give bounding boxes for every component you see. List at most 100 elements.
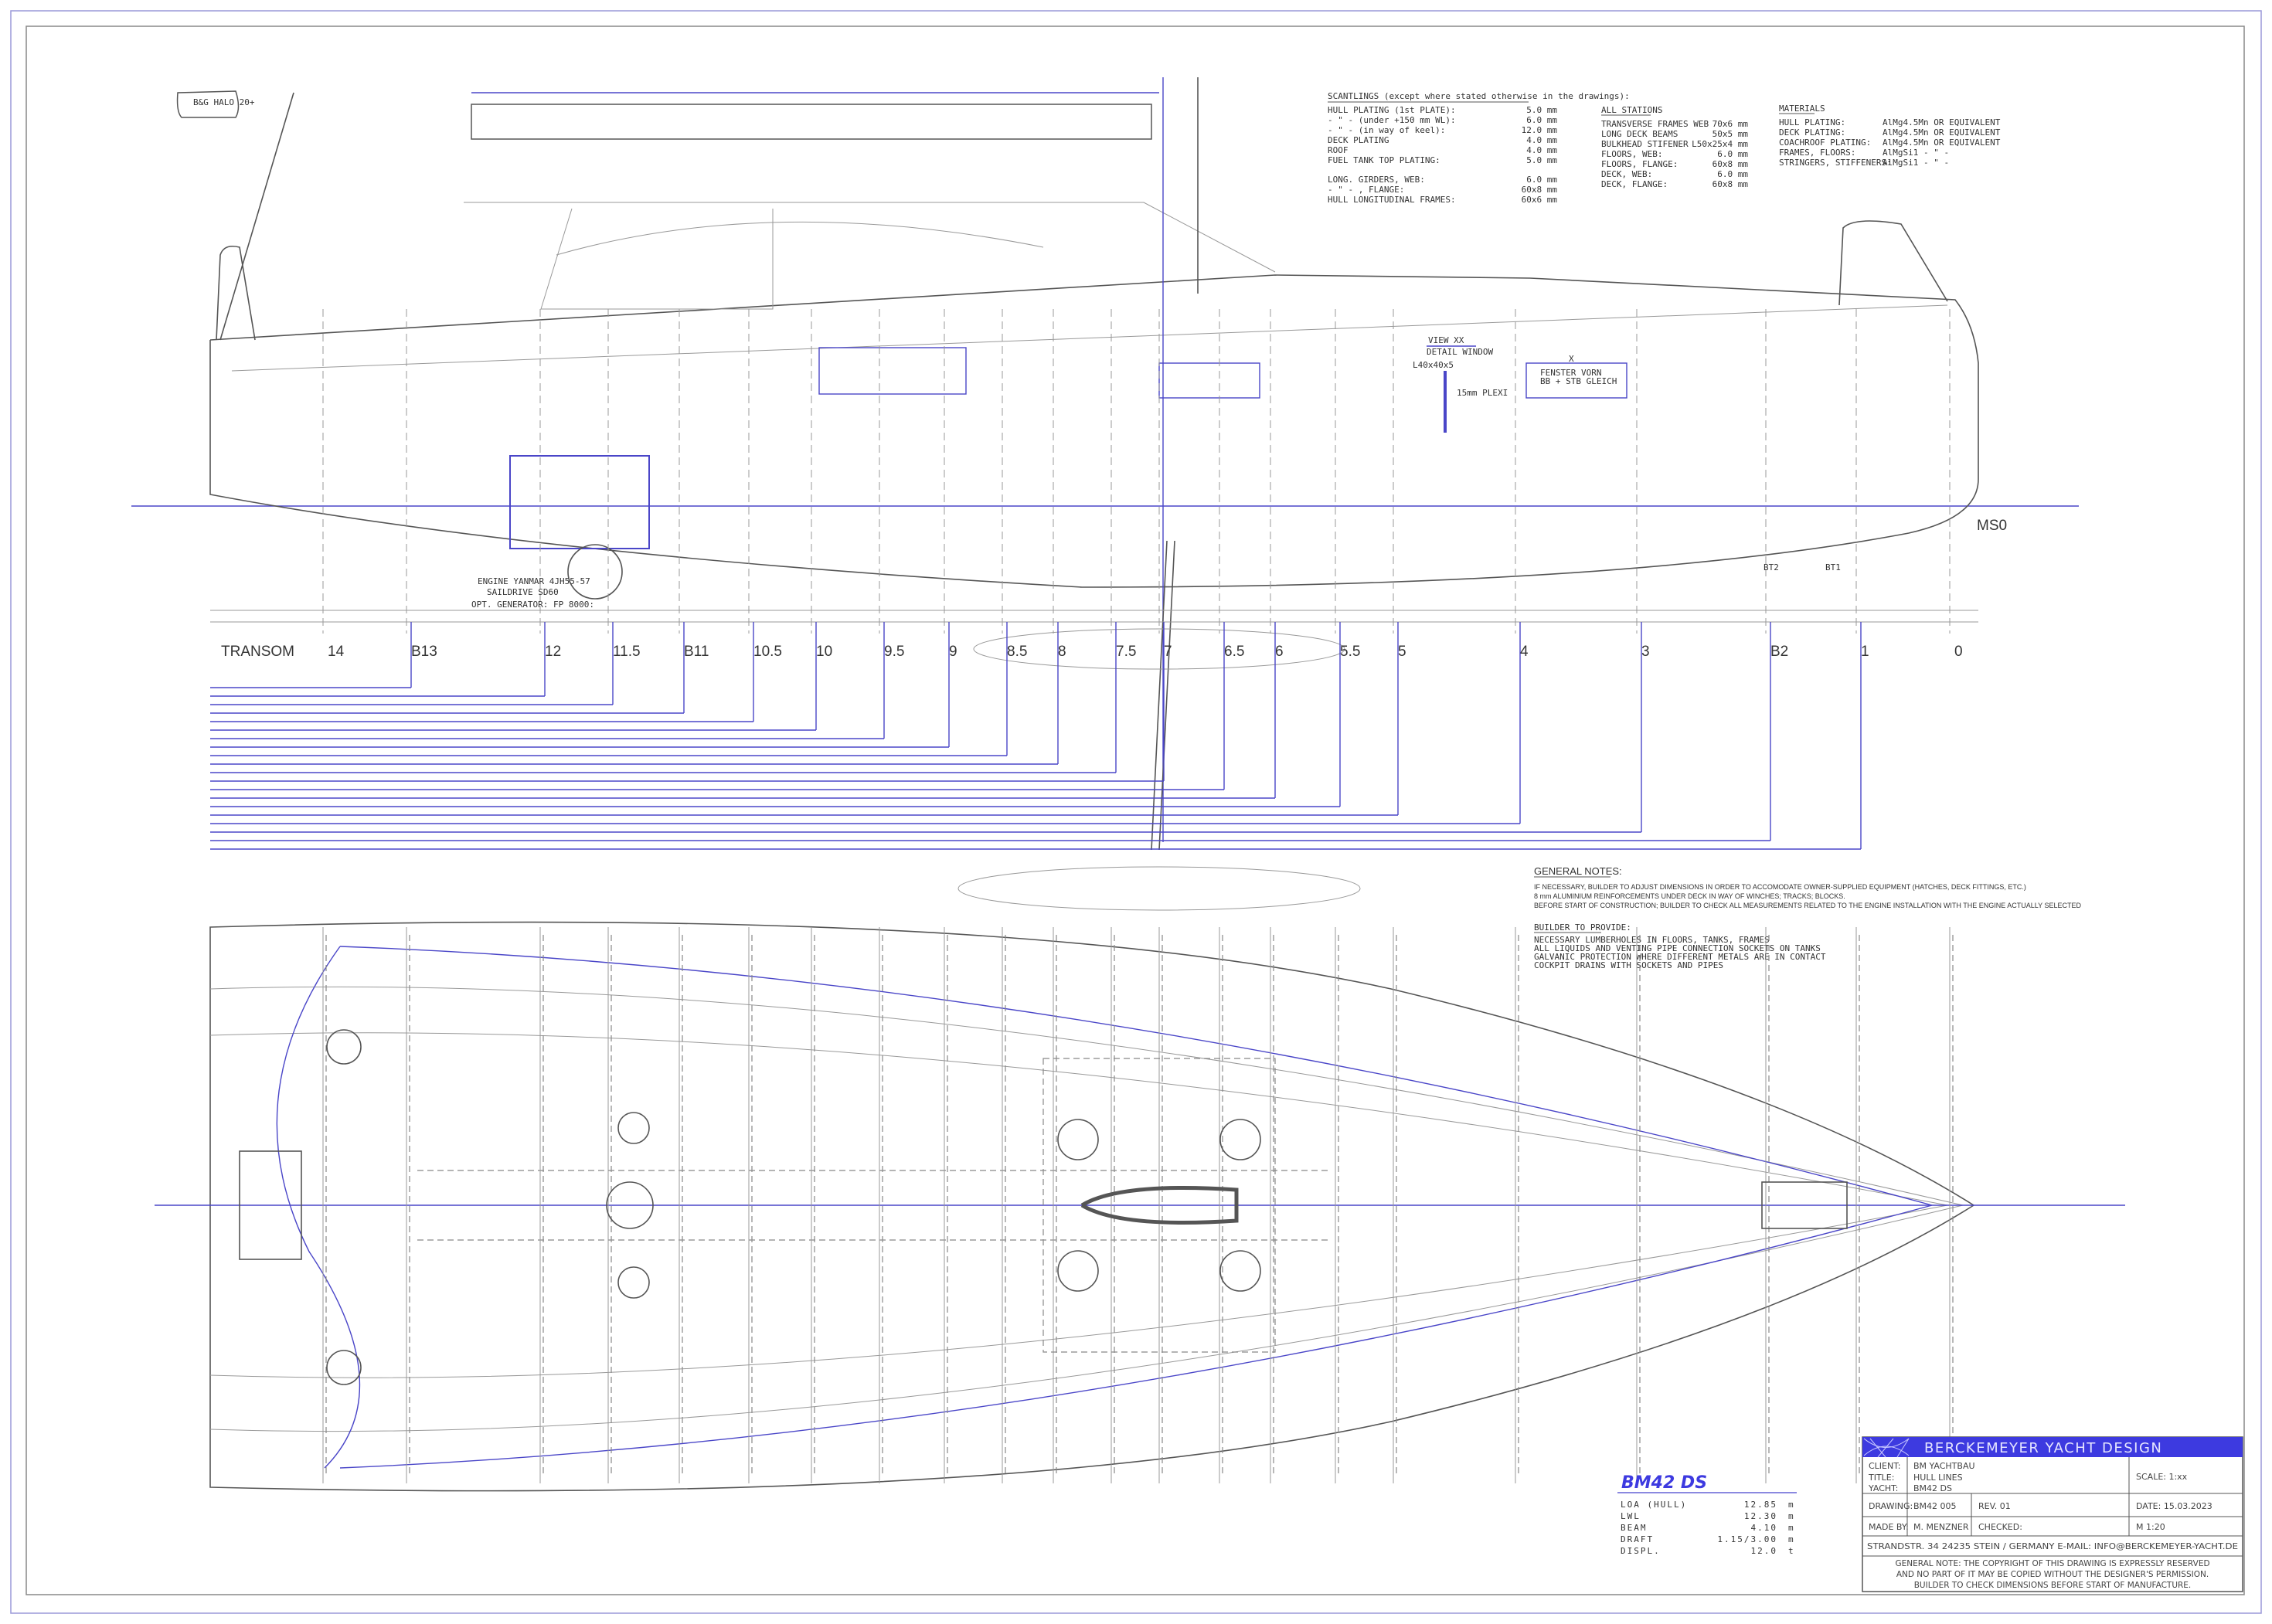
- profile-station-lines: [210, 309, 1978, 634]
- buttock-line: [209, 1204, 1948, 1378]
- bow-pulpit: [1838, 220, 1948, 306]
- station-label: 6.5: [1224, 644, 1244, 660]
- address: STRANDSTR. 34 24235 STEIN / GERMANY E-MA…: [1867, 1542, 2238, 1551]
- provide-line: NECESSARY LUMBERHOLES IN FLOORS, TANKS, …: [1534, 935, 1770, 945]
- table-row-label: DECK PLATING:: [1779, 127, 1845, 138]
- spec-value: 12.30: [1744, 1511, 1777, 1521]
- station-label: 7.5: [1116, 644, 1136, 660]
- station-label: 8.5: [1007, 644, 1027, 660]
- window-aft: [818, 347, 967, 395]
- table-row-value: 60x8 mm: [1522, 185, 1558, 195]
- table-row-label: DECK, FLANGE:: [1601, 179, 1668, 189]
- boom: [471, 104, 1152, 140]
- table-row-label: STRINGERS, STIFFENERS:: [1779, 158, 1892, 168]
- revision: REV. 01: [1978, 1501, 2011, 1511]
- title-block: BERCKEMEYER YACHT DESIGN CLIENT: TITLE: …: [1862, 1436, 2243, 1592]
- table-row-label: BULKHEAD STIFENER: [1601, 139, 1689, 149]
- spec-value: 1.15/3.00: [1717, 1534, 1777, 1544]
- table-row-value: 4.0 mm: [1526, 135, 1557, 145]
- table-row-label: FLOORS, FLANGE:: [1601, 159, 1678, 169]
- winch-icon: [326, 1029, 362, 1065]
- bulb-outline: [957, 866, 1361, 911]
- table-row-value: 60x8 mm: [1713, 179, 1749, 189]
- plan-station-lines: [322, 927, 1954, 1483]
- table-row-value: AlMg4.5Mn OR EQUIVALENT: [1883, 127, 2001, 138]
- station-label: 8: [1058, 644, 1066, 660]
- stern-arch: [216, 245, 256, 341]
- spec-label: BEAM: [1621, 1523, 1648, 1533]
- station-label: 7: [1164, 644, 1172, 660]
- spec-value: 12.0: [1751, 1546, 1778, 1556]
- table-row-label: FRAMES, FLOORS:: [1779, 148, 1855, 158]
- note-line: IF NECESSARY, BUILDER TO ADJUST DIMENSIO…: [1534, 883, 2026, 891]
- station-label: 1: [1861, 644, 1869, 660]
- provide-line: GALVANIC PROTECTION WHERE DIFFERENT META…: [1534, 952, 1826, 962]
- station-label: 4: [1520, 644, 1529, 660]
- station-label: 6: [1275, 644, 1284, 660]
- table-row-value: 12.0 mm: [1522, 125, 1558, 135]
- window-label: FENSTER VORN: [1540, 368, 1601, 378]
- spec-label: DISPL.: [1621, 1546, 1661, 1556]
- generator-label: OPT. GENERATOR: FP 8000:: [471, 600, 594, 610]
- spec-label: DRAFT: [1621, 1534, 1654, 1544]
- table-row-value: AlMgSi1 - " -: [1883, 148, 1949, 158]
- station-label: TRANSOM: [221, 644, 294, 660]
- scantlings-title: SCANTLINGS (except where stated otherwis…: [1328, 91, 1630, 101]
- table-row-label: LONG DECK BEAMS: [1601, 129, 1678, 139]
- station-label: B2: [1770, 644, 1788, 660]
- station-label: 10: [816, 644, 832, 660]
- station-label: 5.5: [1340, 644, 1360, 660]
- drawing-frame: [26, 25, 2245, 1595]
- copyright-note-2: AND NO PART OF IT MAY BE COPIED WITHOUT …: [1896, 1570, 2209, 1579]
- table-row-value: AlMgSi1 - " -: [1883, 158, 1949, 168]
- table-row-value: L50x25x4 mm: [1692, 139, 1748, 149]
- globe-logo-icon: [1863, 1438, 1910, 1458]
- table-row-label: HULL PLATING (1st PLATE):: [1328, 105, 1456, 115]
- backstay: [219, 92, 294, 341]
- table-row-label: FLOORS, WEB:: [1601, 149, 1662, 159]
- yacht-name: BM42 DS: [1621, 1473, 1707, 1493]
- table-row-value: 6.0 mm: [1717, 149, 1748, 159]
- engine-label: ENGINE YANMAR 4JH55-57: [478, 576, 590, 586]
- angle-label: L40x40x5: [1413, 360, 1454, 370]
- station-label: 14: [328, 644, 345, 660]
- spec-label: LWL: [1621, 1511, 1641, 1521]
- coachroof: [464, 202, 1276, 273]
- tank-opening: [617, 1266, 650, 1299]
- winch-icon: [326, 1350, 362, 1385]
- bt1-label: BT1: [1825, 562, 1841, 572]
- tank-opening: [1219, 1119, 1261, 1160]
- copyright-note-3: BUILDER TO CHECK DIMENSIONS BEFORE START…: [1914, 1581, 2192, 1590]
- buttock-line: [209, 1204, 1964, 1432]
- station-label: 11.5: [613, 644, 641, 660]
- station-label: 10.5: [753, 644, 782, 660]
- client-value: BM YACHTBAU: [1913, 1461, 1975, 1471]
- sheer-line: [231, 304, 1948, 372]
- fuel-tank-opening: [1057, 1119, 1099, 1160]
- dimension-lines: [210, 622, 1862, 850]
- table-row-value: 6.0 mm: [1717, 169, 1748, 179]
- made-by-value: M. MENZNER: [1913, 1522, 1969, 1532]
- yacht-value: BM42 DS: [1913, 1483, 1952, 1493]
- lifted-keel-outline: [973, 628, 1345, 670]
- saildrive-label: SAILDRIVE SD60: [487, 587, 559, 597]
- buttock-line: [209, 1032, 1948, 1206]
- spec-unit: m: [1788, 1523, 1794, 1533]
- table-row-value: AlMg4.5Mn OR EQUIVALENT: [1883, 117, 2001, 127]
- table-row-label: COACHROOF PLATING:: [1779, 138, 1871, 148]
- copyright-note: GENERAL NOTE: THE COPYRIGHT OF THIS DRAW…: [1895, 1559, 2209, 1568]
- table-row-label: DECK, WEB:: [1601, 169, 1652, 179]
- tank-opening: [1219, 1250, 1261, 1292]
- fuel-tank-opening: [1057, 1250, 1099, 1292]
- table-row-value: 4.0 mm: [1526, 145, 1557, 155]
- table-row-label: DECK PLATING: [1328, 135, 1389, 145]
- deck-plan-outline: [209, 921, 1975, 1492]
- provide-line: COCKPIT DRAINS WITH SOCKETS AND PIPES: [1534, 960, 1723, 970]
- provide-line: ALL LIQUIDS AND VENTING PIPE CONNECTION …: [1534, 943, 1821, 953]
- tank-opening: [617, 1112, 650, 1144]
- spec-value: 4.10: [1751, 1523, 1778, 1533]
